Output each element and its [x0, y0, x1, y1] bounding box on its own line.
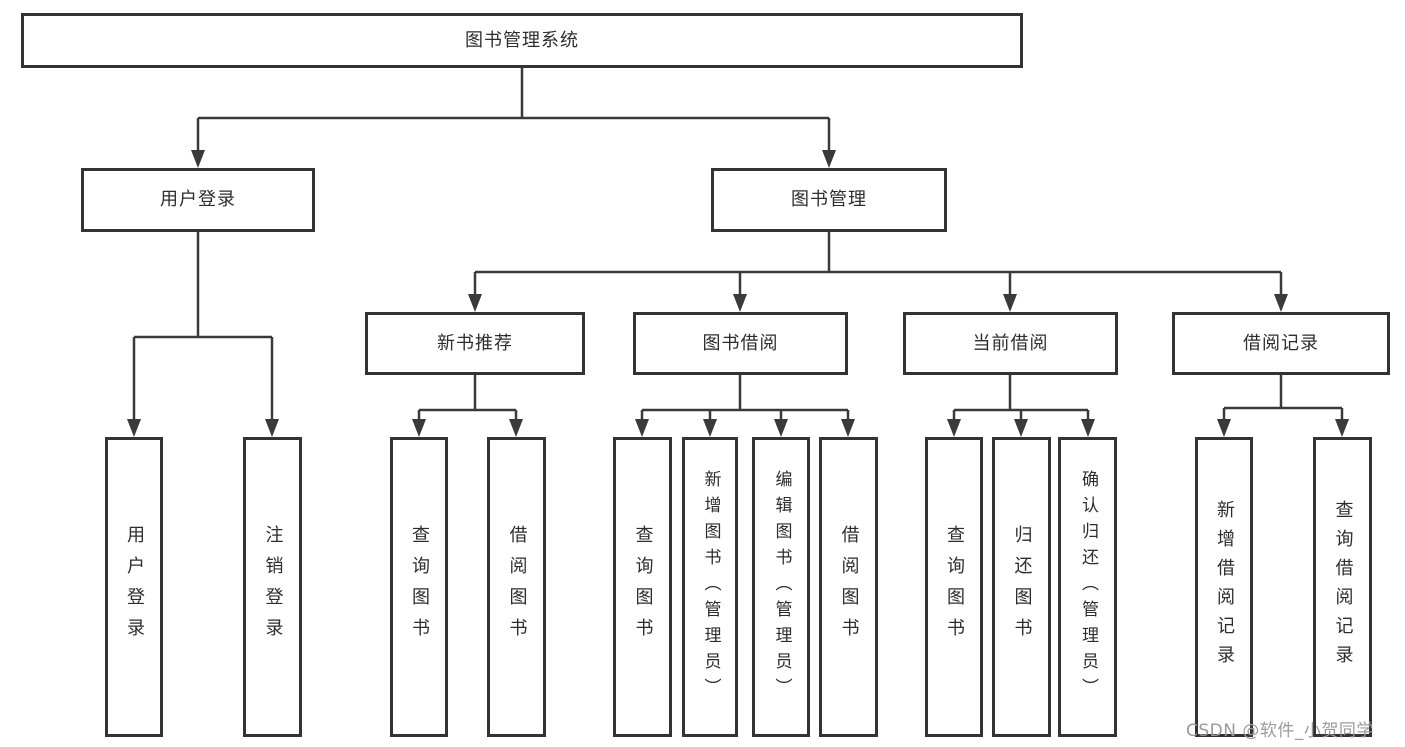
node-book-management: 图书管理 [711, 168, 947, 232]
node-label: 查询图书 [409, 525, 430, 649]
leaf-cb-return-books: 归还图书 [992, 437, 1051, 737]
node-label: 新增借阅记录 [1214, 500, 1235, 674]
node-label: 图书借阅 [702, 332, 779, 354]
node-label: 归还图书 [1011, 525, 1033, 649]
node-label: 查询图书 [944, 525, 965, 649]
node-label: 借阅记录 [1243, 332, 1319, 354]
leaf-nb-query-books: 查询图书 [390, 437, 448, 737]
node-label: 新书推荐 [437, 332, 513, 354]
node-borrowing-records: 借阅记录 [1172, 312, 1390, 375]
leaf-br-add-record: 新增借阅记录 [1195, 437, 1253, 737]
arrowheads [127, 150, 1349, 437]
node-book-borrowing: 图书借阅 [633, 312, 848, 375]
leaf-cb-confirm-return-admin: 确认归还（管理员） [1058, 437, 1117, 737]
leaf-bb-add-books-admin: 新增图书（管理员） [682, 437, 738, 737]
node-label: 借阅图书 [506, 525, 528, 649]
node-label: 当前借阅 [972, 332, 1049, 354]
node-label: 查询借阅记录 [1332, 500, 1354, 674]
node-label: 确认归还（管理员） [1078, 470, 1098, 704]
node-library-management-system: 图书管理系统 [21, 13, 1023, 68]
node-label: 新增图书（管理员） [700, 470, 721, 704]
node-new-book-recommend: 新书推荐 [365, 312, 585, 375]
node-label: 图书管理系统 [465, 29, 579, 51]
leaf-bb-query-books: 查询图书 [613, 437, 672, 737]
leaf-br-query-record: 查询借阅记录 [1313, 437, 1372, 737]
node-user-login: 用户登录 [81, 168, 315, 232]
node-current-borrowing: 当前借阅 [903, 312, 1118, 375]
node-label: 图书管理 [791, 189, 867, 210]
node-label: 借阅图书 [838, 525, 860, 649]
leaf-bb-edit-books-admin: 编辑图书（管理员） [752, 437, 810, 737]
node-label: 编辑图书（管理员） [771, 470, 792, 704]
leaf-nb-borrow-books: 借阅图书 [487, 437, 546, 737]
node-label: 用户登录 [124, 525, 145, 649]
leaf-cb-query-books: 查询图书 [925, 437, 983, 737]
node-label: 用户登录 [160, 189, 236, 210]
leaf-user-login: 用户登录 [105, 437, 163, 737]
leaf-logout-login: 注销登录 [243, 437, 302, 737]
csdn-watermark: CSDN @软件_小贺同学 [1186, 721, 1374, 741]
node-label: 注销登录 [262, 525, 284, 649]
node-label: 查询图书 [632, 525, 654, 649]
leaf-bb-borrow-books: 借阅图书 [819, 437, 878, 737]
